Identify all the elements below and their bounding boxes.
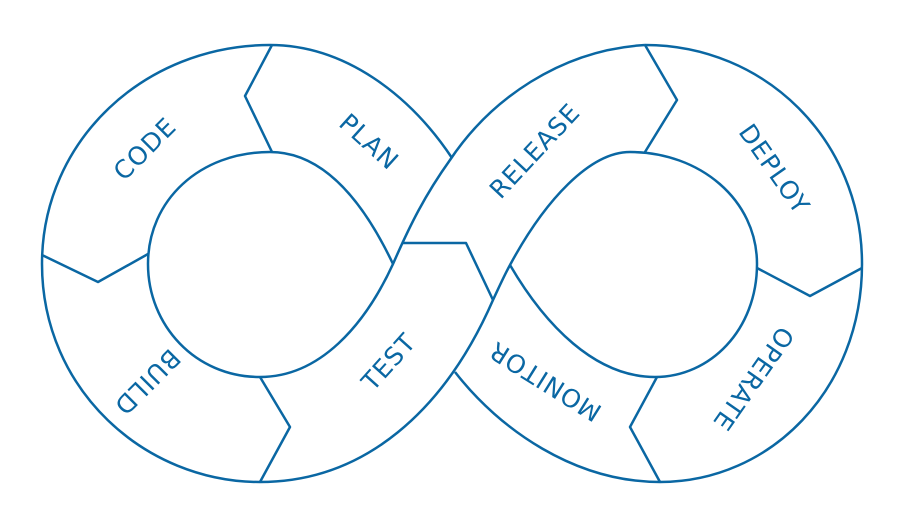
divider-release-deploy — [643, 44, 679, 153]
stage-build: BUILD — [108, 343, 186, 421]
outer-left-loop — [40, 43, 759, 484]
stage-test: TEST — [355, 328, 422, 397]
divider-operate-monitor — [628, 376, 662, 483]
stage-release: RELEASE — [484, 98, 586, 205]
strand-release-test — [146, 43, 646, 379]
stage-deploy: DEPLOY — [733, 119, 816, 220]
divider-code-plan — [243, 44, 274, 153]
divider-build-code — [41, 252, 149, 284]
stage-plan: PLAN — [334, 108, 405, 176]
stage-monitor: MONITOR — [484, 335, 607, 427]
divider-deploy-operate — [756, 266, 863, 298]
stage-operate: OPERATE — [707, 321, 800, 436]
outer-right-loop — [454, 43, 864, 484]
divider-release-test — [403, 241, 495, 301]
stage-code: CODE — [108, 112, 182, 186]
divider-test-build — [258, 376, 292, 483]
